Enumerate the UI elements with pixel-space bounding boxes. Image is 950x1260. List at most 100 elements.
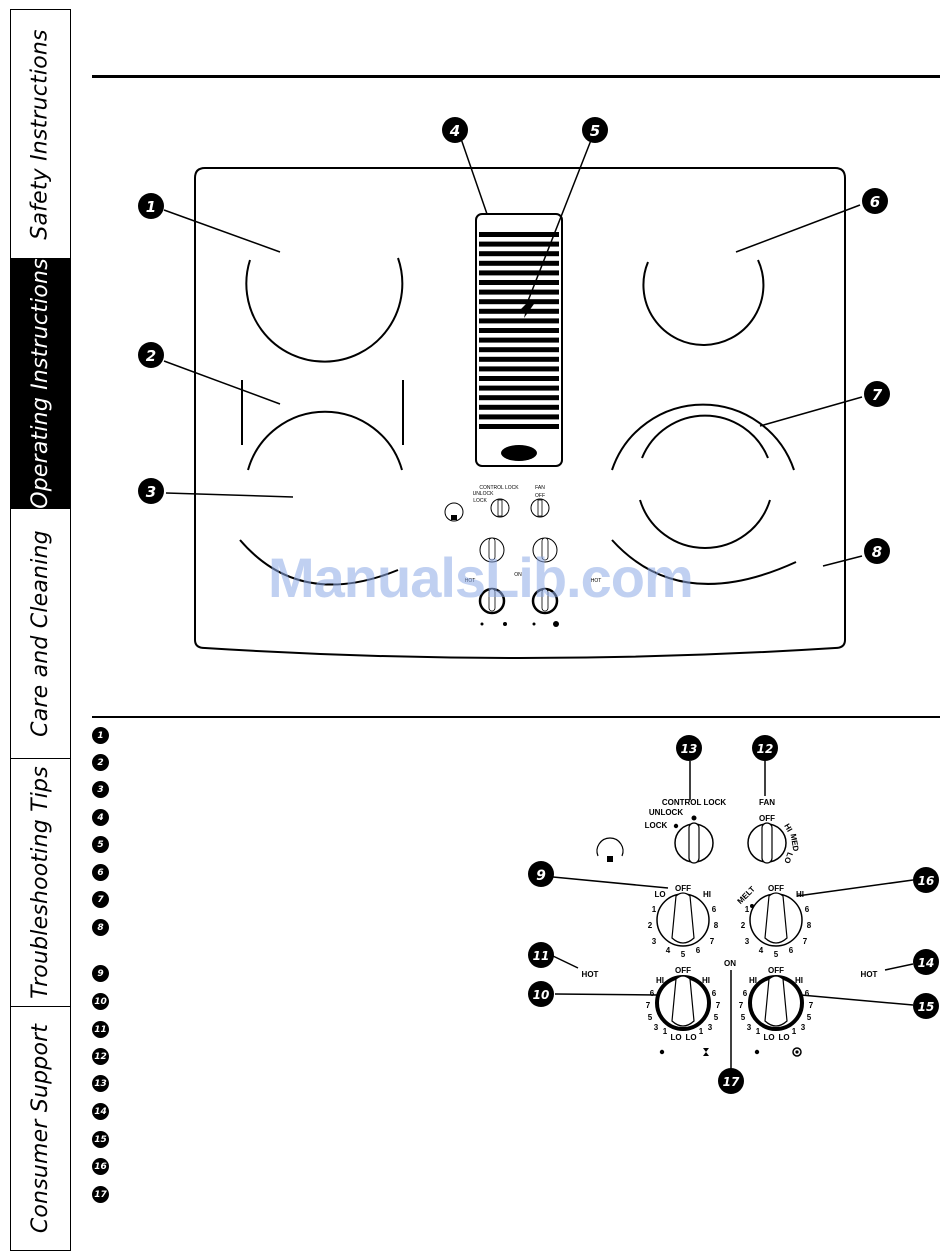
cooktop-fan-off-label: OFF (535, 493, 545, 499)
svg-text:15: 15 (918, 1000, 935, 1014)
knob10-lo-right: LO (685, 1033, 696, 1042)
svg-text:6: 6 (743, 989, 748, 998)
left-rear-knob[interactable] (656, 892, 710, 947)
fan-off-label: OFF (759, 814, 775, 823)
list-item: 12 (92, 1048, 110, 1066)
knob10-hi-right: HI (702, 976, 710, 985)
fan-knob[interactable] (747, 822, 787, 864)
legend-badge: 11 (92, 1021, 109, 1038)
vent-slot (479, 270, 559, 276)
list-item: 7 (92, 891, 110, 909)
svg-text:2: 2 (741, 921, 746, 930)
fan-hi-label: HI (782, 822, 794, 833)
svg-text:5: 5 (741, 1013, 746, 1022)
left-front-knob-scale: OFF HI HI 6 7 5 3 1 LO 6 7 5 3 1 LO (646, 966, 721, 1056)
right-rear-element (642, 259, 765, 346)
legend-badge: 4 (92, 809, 109, 826)
control-leader-lines (552, 761, 914, 1070)
vent-slot (479, 337, 559, 343)
callout-badge-14: 14 (913, 949, 939, 975)
svg-text:1: 1 (699, 1027, 704, 1036)
vent-slot (479, 414, 559, 420)
list-item: 2 (92, 754, 110, 772)
callout-badge-11: 11 (528, 942, 554, 968)
knob16-melt: MELT (736, 884, 757, 905)
svg-text:12: 12 (757, 742, 774, 756)
tab-operating-instructions[interactable]: Operating Instructions (11, 258, 70, 509)
vent-arrow (520, 302, 534, 318)
vent-slot (479, 366, 559, 372)
lock-indicator-light (596, 837, 624, 862)
svg-text:3: 3 (708, 1023, 713, 1032)
knob15-hi-right: HI (795, 976, 803, 985)
vent-slot (479, 385, 559, 391)
legend-badge: 13 (92, 1075, 109, 1092)
svg-text:7: 7 (803, 937, 808, 946)
callout-badge-10: 10 (528, 981, 554, 1007)
right-rear-knob[interactable] (749, 892, 803, 947)
legend-badge: 16 (92, 1158, 109, 1175)
tab-troubleshooting-tips[interactable]: Troubleshooting Tips (11, 758, 70, 1006)
cooktop-fan-label: FAN (535, 485, 545, 491)
list-item: 4 (92, 809, 110, 827)
callout-badge-4: 4 (442, 117, 468, 143)
legend-badge: 10 (92, 993, 109, 1010)
vent-slot (479, 424, 559, 429)
downdraft-vent (475, 213, 563, 467)
knob9-off: OFF (675, 884, 691, 893)
svg-text:10: 10 (533, 988, 550, 1002)
svg-text:5: 5 (590, 122, 600, 140)
left-front-element (239, 410, 403, 586)
control-panel-detail: CONTROL LOCK UNLOCK LOCK FAN OFF HI MED … (528, 735, 939, 1094)
list-item: 3 (92, 781, 110, 799)
watermark: ManualsLib.com (268, 546, 694, 609)
hot-light-label-right: HOT (861, 970, 878, 979)
svg-text:9: 9 (536, 868, 546, 884)
svg-text:1: 1 (652, 905, 657, 914)
svg-text:6: 6 (696, 946, 701, 955)
svg-text:6: 6 (805, 989, 810, 998)
tab-consumer-support[interactable]: Consumer Support (11, 1006, 70, 1249)
lock-label: LOCK (645, 821, 668, 830)
svg-text:1: 1 (756, 1027, 761, 1036)
legend-badge: 8 (92, 919, 109, 936)
control-lock-knob[interactable] (674, 822, 714, 864)
list-item: 8 (92, 919, 110, 937)
svg-text:6: 6 (650, 989, 655, 998)
svg-text:3: 3 (801, 1023, 806, 1032)
svg-text:7: 7 (872, 386, 883, 404)
unlock-label: UNLOCK (649, 808, 683, 817)
cooktop-lock-label: LOCK (473, 498, 487, 504)
svg-text:5: 5 (714, 1013, 719, 1022)
vent-slots (479, 232, 559, 429)
cooktop-leader-lines (163, 129, 863, 567)
svg-text:11: 11 (533, 949, 550, 963)
svg-text:3: 3 (652, 937, 657, 946)
svg-text:8: 8 (714, 921, 719, 930)
left-front-knob[interactable] (655, 975, 711, 1031)
vent-slot (479, 260, 559, 266)
legend-badge: 5 (92, 836, 109, 853)
list-item: 14 (92, 1103, 110, 1121)
svg-text:3: 3 (654, 1023, 659, 1032)
svg-text:14: 14 (918, 956, 935, 970)
side-tab-bar: Safety Instructions Operating Instructio… (10, 9, 71, 1251)
knob10-hi-left: HI (656, 976, 664, 985)
tab-care-and-cleaning[interactable]: Care and Cleaning (11, 508, 70, 758)
left-rear-element (245, 257, 404, 363)
vent-slot (479, 404, 559, 410)
callout-badge-9: 9 (528, 861, 554, 887)
svg-text:8: 8 (807, 921, 812, 930)
svg-text:1: 1 (663, 1027, 668, 1036)
knob10-lo-left: LO (670, 1033, 681, 1042)
right-front-knob[interactable] (748, 975, 804, 1031)
callout-badge-2: 2 (138, 342, 164, 368)
svg-text:5: 5 (681, 950, 686, 959)
hot-light-label-left: HOT (582, 970, 599, 979)
vent-slot (479, 289, 559, 295)
control-lock-label: CONTROL LOCK (662, 798, 727, 807)
callout-badge-8: 8 (864, 538, 890, 564)
svg-text:7: 7 (739, 1001, 744, 1010)
cooktop-on-label: ON (514, 572, 522, 578)
